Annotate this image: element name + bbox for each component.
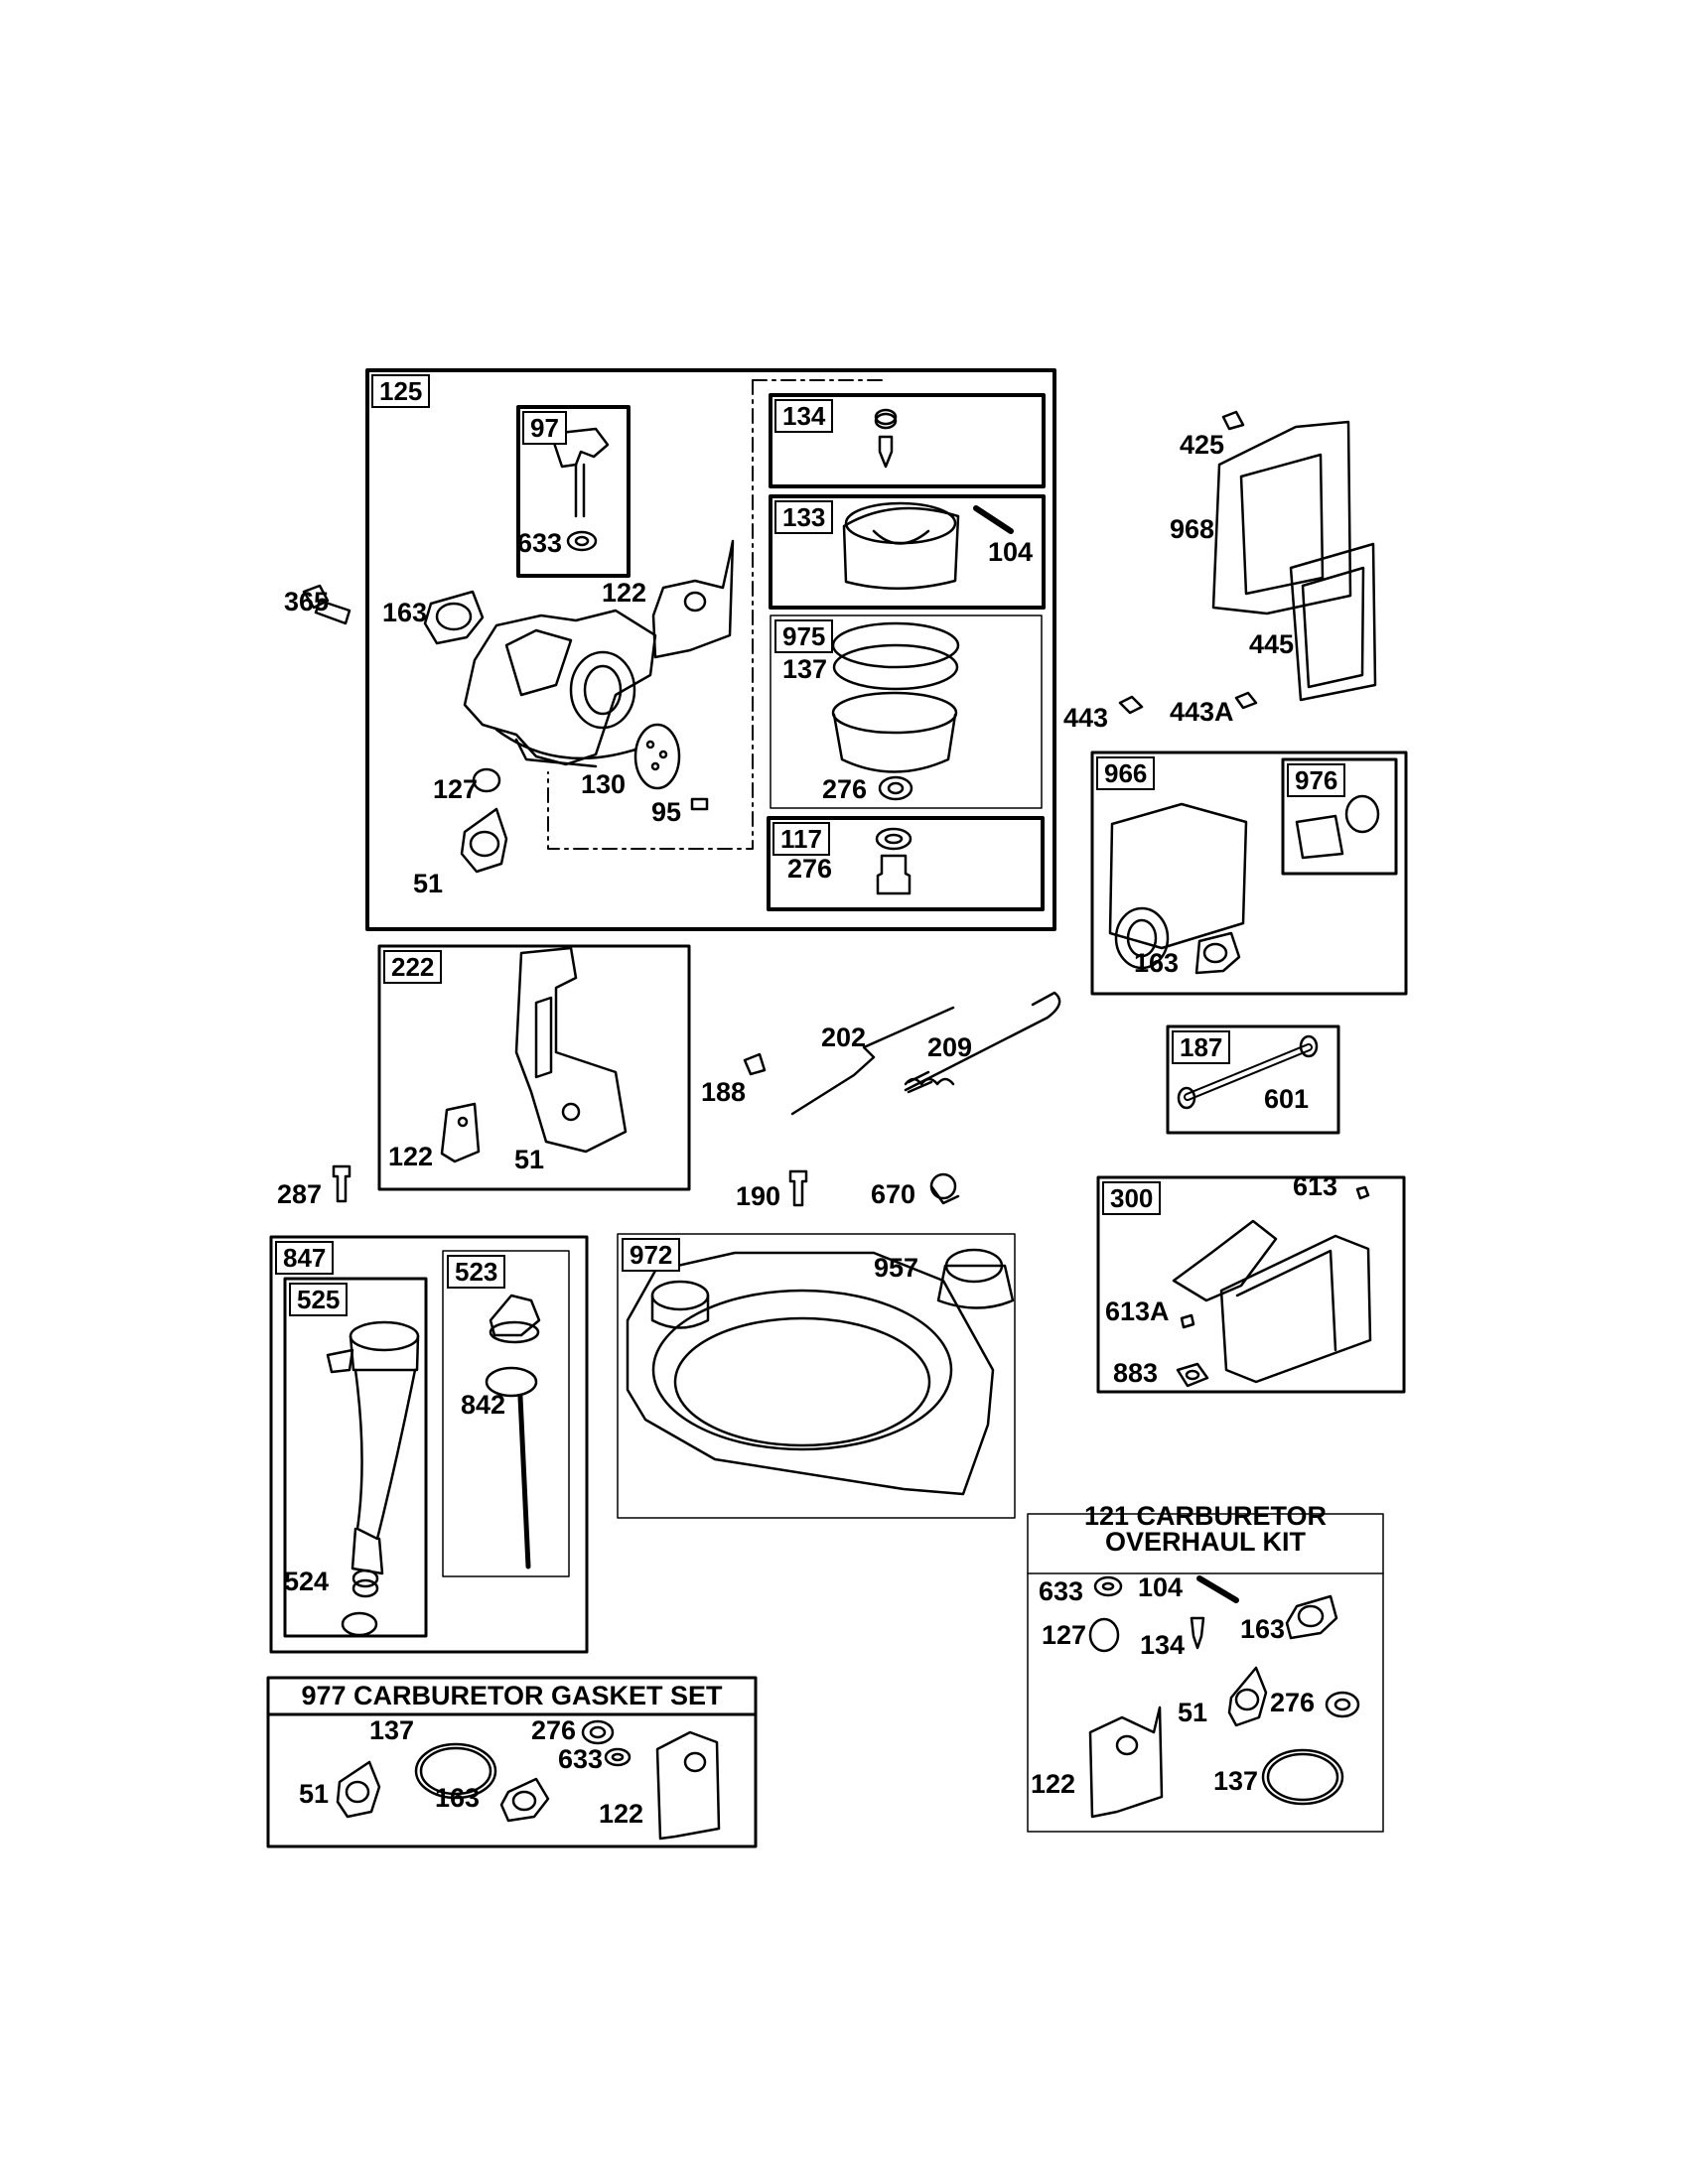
part-label-202: 202 (821, 1023, 867, 1052)
part-label-95: 95 (651, 797, 682, 827)
part-label-276-bowl: 276 (822, 774, 868, 804)
gasket-label-122: 122 (599, 1799, 644, 1829)
part-label-209: 209 (927, 1032, 973, 1062)
group-tag-125: 125 (371, 374, 431, 408)
part-label-670: 670 (871, 1179, 916, 1209)
gasket-label-51: 51 (299, 1779, 330, 1809)
part-label-188: 188 (701, 1077, 747, 1107)
part-label-968: 968 (1170, 514, 1215, 544)
group-tag-97: 97 (522, 411, 567, 445)
kit-label-163: 163 (1240, 1614, 1286, 1644)
kit-label-127: 127 (1042, 1620, 1087, 1650)
group-tag-187: 187 (1172, 1030, 1231, 1064)
kit-label-51: 51 (1178, 1698, 1208, 1727)
gasket-label-633: 633 (558, 1744, 604, 1774)
part-label-51-governor: 51 (514, 1145, 545, 1174)
part-label-957: 957 (874, 1253, 919, 1283)
overhaul-kit-title-line2: OVERHAUL KIT (1104, 1527, 1306, 1557)
part-label-613A: 613A (1105, 1297, 1170, 1326)
part-label-601: 601 (1264, 1084, 1310, 1114)
group-tag-117: 117 (772, 822, 830, 856)
group-tag-133: 133 (774, 500, 834, 534)
part-label-842: 842 (461, 1390, 506, 1420)
gasket-label-137: 137 (369, 1715, 415, 1745)
group-tag-847: 847 (275, 1241, 335, 1275)
part-label-365: 365 (284, 587, 330, 616)
part-label-122-governor: 122 (388, 1142, 434, 1171)
group-tag-300: 300 (1102, 1181, 1162, 1215)
part-label-190: 190 (736, 1181, 781, 1211)
part-label-122-spacer: 122 (602, 578, 647, 608)
group-frames (266, 368, 1408, 1848)
part-label-524: 524 (284, 1567, 330, 1596)
kit-label-633: 633 (1039, 1576, 1084, 1606)
part-label-137-bowl-gasket: 137 (782, 654, 828, 684)
group-tag-523: 523 (447, 1255, 506, 1289)
part-label-443: 443 (1063, 703, 1109, 733)
part-drawings (302, 408, 1380, 1841)
part-label-883: 883 (1113, 1358, 1159, 1388)
part-label-443A: 443A (1170, 697, 1234, 727)
group-tag-222: 222 (383, 950, 443, 984)
group-tag-134: 134 (774, 399, 834, 433)
part-label-445: 445 (1249, 629, 1295, 659)
kit-label-122: 122 (1031, 1769, 1076, 1799)
part-label-613: 613 (1293, 1171, 1338, 1201)
overhaul-kit-title-line1: 121 CARBURETOR (1083, 1501, 1328, 1531)
gasket-set-title: 977 CARBURETOR GASKET SET (301, 1681, 723, 1710)
gasket-label-276: 276 (531, 1715, 577, 1745)
part-label-51-carb: 51 (413, 869, 444, 898)
group-tag-966: 966 (1096, 756, 1156, 790)
group-tag-975: 975 (774, 619, 834, 653)
group-tag-525: 525 (289, 1283, 349, 1316)
part-label-127: 127 (433, 774, 479, 804)
kit-label-276: 276 (1270, 1688, 1316, 1717)
kit-label-137: 137 (1213, 1766, 1259, 1796)
group-tag-972: 972 (622, 1238, 681, 1272)
kit-label-104: 104 (1138, 1572, 1184, 1602)
group-tag-976: 976 (1287, 763, 1346, 797)
part-label-633-choke: 633 (517, 528, 563, 558)
gasket-label-163: 163 (435, 1783, 481, 1813)
part-label-104-pin: 104 (988, 537, 1034, 567)
part-label-425: 425 (1180, 430, 1225, 460)
part-label-276-screw: 276 (787, 854, 833, 884)
part-label-130: 130 (581, 769, 627, 799)
part-label-163-carb: 163 (382, 598, 428, 627)
part-label-163-base: 163 (1134, 948, 1180, 978)
kit-label-134: 134 (1140, 1630, 1186, 1660)
part-label-287: 287 (277, 1179, 323, 1209)
